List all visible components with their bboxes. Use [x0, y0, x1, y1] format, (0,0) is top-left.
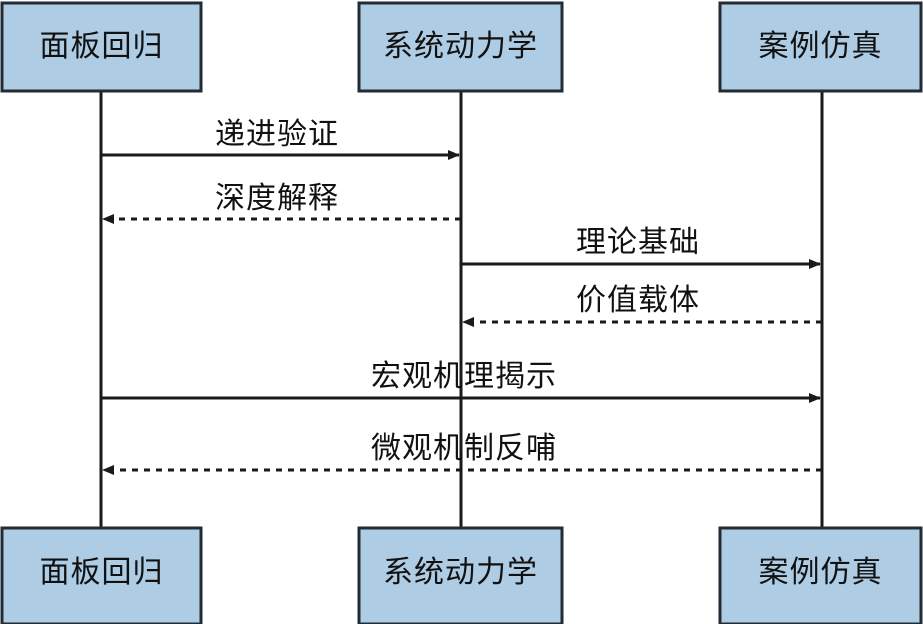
lifelines-group [99, 91, 824, 528]
participant-top-system-dynamics[interactable]: 系统动力学 [357, 1, 564, 93]
participant-top-case-simulation[interactable]: 案例仿真 [718, 1, 923, 93]
participant-bottom-panel-regression[interactable]: 面板回归 [0, 526, 203, 624]
participant-label-case-simulation: 案例仿真 [759, 29, 883, 64]
message-label-msg-4: 价值载体 [576, 283, 700, 318]
participant-top-panel-regression[interactable]: 面板回归 [0, 1, 203, 93]
participant-box-rect[interactable] [357, 526, 564, 624]
participant-box-rect[interactable] [0, 1, 203, 93]
message-msg-5: 宏观机理揭示 [101, 359, 821, 403]
message-label-msg-1: 递进验证 [215, 117, 339, 152]
participant-bottom-case-simulation[interactable]: 案例仿真 [718, 526, 923, 624]
participant-label-system-dynamics: 系统动力学 [383, 555, 538, 590]
participant-label-panel-regression: 面板回归 [40, 29, 164, 64]
participant-box-rect[interactable] [718, 526, 923, 624]
participant-box-rect[interactable] [0, 526, 203, 624]
message-msg-2: 深度解释 [102, 181, 461, 224]
participant-bottom-system-dynamics[interactable]: 系统动力学 [357, 526, 564, 624]
participant-label-system-dynamics: 系统动力学 [383, 29, 538, 64]
message-label-msg-5: 宏观机理揭示 [371, 359, 557, 394]
participant-box-rect[interactable] [357, 1, 564, 93]
message-msg-3: 理论基础 [461, 225, 821, 269]
message-msg-6: 微观机制反哺 [102, 431, 822, 475]
participant-label-panel-regression: 面板回归 [40, 555, 164, 590]
message-label-msg-2: 深度解释 [215, 181, 339, 216]
participant-box-rect[interactable] [718, 1, 923, 93]
message-msg-4: 价值载体 [462, 283, 822, 327]
participant-label-case-simulation: 案例仿真 [759, 555, 883, 590]
message-label-msg-3: 理论基础 [576, 225, 700, 260]
message-label-msg-6: 微观机制反哺 [371, 431, 557, 466]
message-msg-1: 递进验证 [101, 117, 460, 160]
